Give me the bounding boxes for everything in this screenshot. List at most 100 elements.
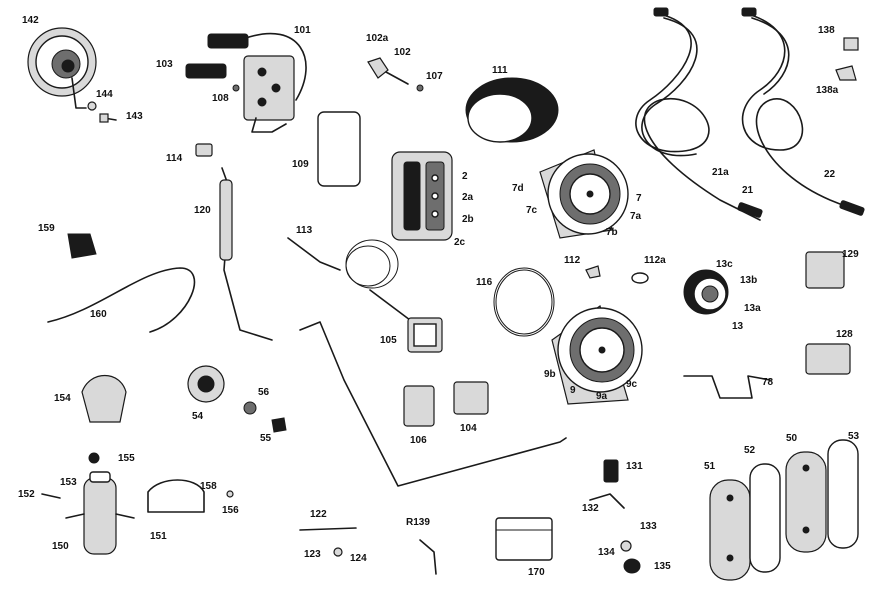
pressure-switch [589, 459, 641, 574]
label-170: 170 [528, 567, 545, 578]
label-133: 133 [640, 521, 657, 532]
label-22: 22 [824, 169, 836, 180]
long-pipe [299, 321, 567, 487]
label-7d: 7d [512, 183, 524, 194]
label-13a: 13a [744, 303, 761, 314]
label-9: 9 [570, 385, 576, 396]
tachometer [539, 149, 629, 239]
label-13c: 13c [716, 259, 733, 270]
instrument-bezel [465, 77, 559, 143]
label-7c: 7c [526, 205, 538, 216]
label-111: 111 [492, 65, 508, 76]
label-116: 116 [476, 277, 493, 288]
label-21a: 21a [712, 167, 729, 178]
label-107: 107 [426, 71, 443, 82]
label-135: 135 [654, 561, 671, 572]
bulb-globe [631, 272, 649, 284]
brake-line [195, 143, 273, 341]
label-103: 103 [156, 59, 173, 70]
label-2c: 2c [454, 237, 466, 248]
label-160: 160 [90, 309, 107, 320]
label-102: 102 [394, 47, 411, 58]
switch-104 [453, 381, 489, 415]
horn [27, 27, 117, 123]
label-138a: 138a [816, 85, 839, 96]
label-152: 152 [18, 489, 35, 500]
label-109: 109 [292, 159, 309, 170]
label-113: 113 [296, 225, 313, 236]
strap-bracket [299, 527, 357, 531]
gasket-frame [317, 111, 361, 187]
label-108: 108 [212, 93, 229, 104]
label-112: 112 [564, 255, 581, 266]
label-104: 104 [460, 423, 477, 434]
label-13: 13 [732, 321, 744, 332]
label-129: 129 [842, 249, 859, 260]
label-154: 154 [54, 393, 71, 404]
label-13b: 13b [740, 275, 758, 286]
label-21: 21 [742, 185, 754, 196]
label-158: 158 [200, 481, 217, 492]
oil-gauge-assembly [287, 237, 443, 353]
mount-clip-small [835, 65, 857, 81]
clock-gauge [683, 269, 729, 315]
label-55: 55 [260, 433, 272, 444]
label-52: 52 [744, 445, 756, 456]
mount-clip [843, 37, 859, 51]
label-7: 7 [636, 193, 642, 204]
label-138: 138 [818, 25, 835, 36]
tail-lights [709, 439, 859, 581]
light-switch-assembly [185, 32, 307, 133]
label-159: 159 [38, 223, 55, 234]
label-78: 78 [762, 377, 774, 388]
label-143: 143 [126, 111, 143, 122]
label-120: 120 [194, 205, 211, 216]
switch-106 [403, 385, 435, 427]
label-56: 56 [258, 387, 270, 398]
label-156: 156 [222, 505, 239, 516]
voltage-regulator [495, 517, 553, 561]
label-144: 144 [96, 89, 113, 100]
label-124: 124 [350, 553, 367, 564]
label-7b: 7b [606, 227, 618, 238]
cable [47, 267, 196, 333]
label-132: 132 [582, 503, 599, 514]
label-R139: R139 [406, 517, 430, 528]
label-54: 54 [192, 411, 204, 422]
label-9b: 9b [544, 369, 556, 380]
bracket-78 [683, 375, 771, 399]
bulb [585, 265, 601, 279]
nut [333, 547, 343, 557]
label-9c: 9c [626, 379, 638, 390]
relay-128 [805, 343, 851, 375]
label-7a: 7a [630, 211, 642, 222]
label-50: 50 [786, 433, 798, 444]
label-101: 101 [294, 25, 311, 36]
label-112a: 112a [644, 255, 666, 266]
label-105: 105 [380, 335, 397, 346]
seal-ring [493, 267, 555, 337]
washer [226, 490, 234, 498]
speedometer [551, 305, 643, 405]
label-2b: 2b [462, 214, 474, 225]
label-9a: 9a [596, 391, 608, 402]
label-106: 106 [410, 435, 427, 446]
plug-connector [67, 233, 97, 259]
label-122: 122 [310, 509, 327, 520]
label-150: 150 [52, 541, 69, 552]
label-51: 51 [704, 461, 716, 472]
rubber-boot [81, 375, 127, 423]
resistor-bracket [419, 539, 437, 575]
speedometer-cables [635, 7, 865, 221]
relay-129 [805, 251, 845, 289]
label-153: 153 [60, 477, 77, 488]
label-128: 128 [836, 329, 853, 340]
label-123: 123 [304, 549, 321, 560]
label-134: 134 [598, 547, 615, 558]
label-53: 53 [848, 431, 860, 442]
label-2: 2 [462, 171, 468, 182]
label-2a: 2a [462, 192, 474, 203]
warning-light-unit [391, 151, 453, 241]
